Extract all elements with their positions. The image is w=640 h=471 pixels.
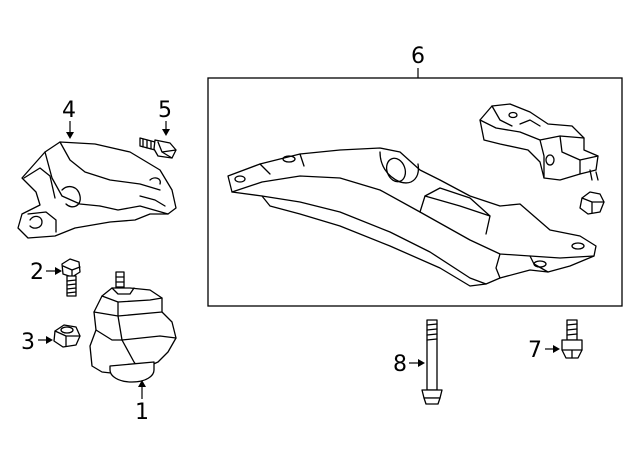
part-6-crossmember-box bbox=[207, 77, 623, 307]
part-6-mount-bracket bbox=[479, 103, 599, 181]
callout-2: 2 bbox=[30, 260, 62, 285]
callout-1: 1 bbox=[135, 380, 149, 425]
callout-label-1: 1 bbox=[135, 400, 149, 425]
callout-8: 8 bbox=[393, 352, 425, 377]
part-6-nut bbox=[579, 191, 605, 215]
part-5-bolt bbox=[139, 137, 177, 159]
callout-label-7: 7 bbox=[528, 338, 542, 363]
part-8-long-bolt bbox=[421, 319, 443, 405]
part-7-bolt bbox=[561, 319, 583, 359]
callout-label-4: 4 bbox=[62, 98, 76, 123]
part-3-nut bbox=[53, 324, 81, 348]
callout-label-3: 3 bbox=[21, 330, 35, 355]
callout-label-6: 6 bbox=[411, 44, 425, 69]
callout-label-2: 2 bbox=[30, 260, 44, 285]
part-2-bolt bbox=[61, 258, 81, 297]
callout-label-5: 5 bbox=[158, 98, 172, 123]
callout-6: 6 bbox=[411, 44, 425, 78]
callout-4: 4 bbox=[62, 98, 76, 139]
part-6-crossmember bbox=[227, 147, 597, 287]
part-1-engine-mount bbox=[89, 271, 177, 383]
part-4-mount-shield bbox=[17, 141, 177, 239]
callout-5: 5 bbox=[158, 98, 172, 136]
callout-7: 7 bbox=[528, 338, 560, 363]
callout-label-8: 8 bbox=[393, 352, 407, 377]
callout-3: 3 bbox=[21, 330, 53, 355]
